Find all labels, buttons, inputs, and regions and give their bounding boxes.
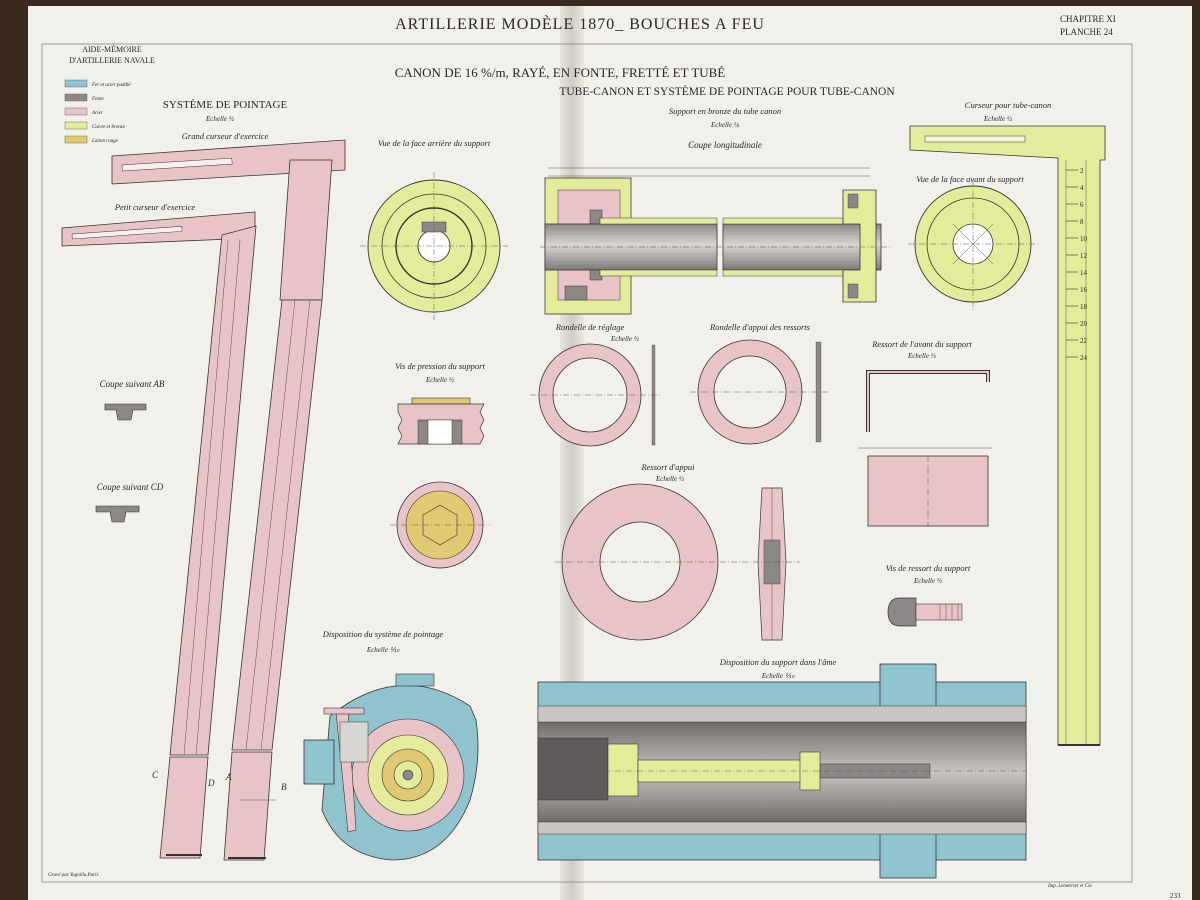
scale-tick-label: 20 xyxy=(1080,320,1088,328)
page-number: 233 xyxy=(1170,892,1181,900)
coupe-ab-section xyxy=(104,403,147,421)
coupe-longitudinale-label: Coupe longitudinale xyxy=(688,140,762,150)
legend-item-brass: Laiton rouge xyxy=(64,135,119,144)
coupe-longitudinale-drawing xyxy=(540,167,890,315)
vue-avant-support xyxy=(908,180,1040,310)
scale-tick-label: 10 xyxy=(1080,235,1088,243)
grand-curseur-label: Grand curseur d'exercice xyxy=(182,131,269,141)
rondelle-appui-label: Rondelle d'appui des ressorts xyxy=(709,322,811,332)
coupe-cd-section xyxy=(95,505,140,523)
disposition-pointage-scale: Echelle ⅒ xyxy=(366,646,400,654)
vis-pression-scale: Echelle ½ xyxy=(425,376,455,384)
plate-border xyxy=(41,43,1133,883)
coupe-cd-label: Coupe suivant CD xyxy=(97,482,164,492)
scale-tick-label: 22 xyxy=(1080,337,1088,345)
vis-pression-label: Vis de pression du support xyxy=(395,361,485,371)
systeme-scale: Echelle ½ xyxy=(205,115,235,123)
legend-label: Laiton rouge xyxy=(91,139,119,144)
chapter-label: CHAPITRE XI xyxy=(1060,14,1116,24)
scale-tick-label: 2 xyxy=(1080,167,1084,175)
rondelle-reglage-scale: Echelle ½ xyxy=(610,335,640,343)
material-legend: Fer et acier puddlé Fonte Acier Cuivre e… xyxy=(64,79,131,144)
disposition-support-scale: Echelle ⅒ xyxy=(761,672,795,680)
legend-label: Acier xyxy=(91,111,103,116)
engraver-credit: Gravé par Yugnilla,Paris xyxy=(48,873,99,878)
scale-tick-label: 24 xyxy=(1080,354,1088,362)
petit-curseur-drawing xyxy=(61,211,257,859)
vue-avant-label: Vue de la face avant du support xyxy=(916,174,1024,184)
legend-item-cast: Fonte xyxy=(64,93,104,102)
vis-ressort-scale: Echelle ½ xyxy=(913,577,943,585)
rondelle-reglage-label: Rondelle de réglage xyxy=(555,322,625,332)
coupe-ab-label: Coupe suivant AB xyxy=(100,379,165,389)
scale-tick-label: 6 xyxy=(1080,201,1084,209)
support-bronze-label: Support en bronze du tube canon xyxy=(669,106,781,116)
ressort-appui-drawing xyxy=(555,483,800,641)
ressort-avant-label: Ressort de l'avant du support xyxy=(871,339,972,349)
memo-label-2: D'ARTILLERIE NAVALE xyxy=(69,56,155,65)
printer-credit: Imp. Lemercier et Cie xyxy=(1047,884,1092,889)
plate-title: ARTILLERIE MODÈLE 1870_ BOUCHES A FEU xyxy=(395,14,765,33)
section-letter-a: A xyxy=(225,772,232,782)
legend-label: Fer et acier puddlé xyxy=(91,83,131,88)
disposition-pointage-drawing xyxy=(303,673,479,861)
rondelle-appui-drawing xyxy=(690,339,830,445)
legend-label: Cuivre et bronze xyxy=(92,125,126,130)
scale-tick-label: 12 xyxy=(1080,252,1088,260)
section-letter-d: D xyxy=(207,778,215,788)
rondelle-reglage-drawing xyxy=(530,343,660,447)
disposition-pointage-label: Disposition du système de pointage xyxy=(322,629,444,639)
curseur-tube-drawing xyxy=(909,125,1106,746)
vue-arriere-label: Vue de la face arrière du support xyxy=(378,138,491,148)
grand-curseur-drawing xyxy=(111,139,346,861)
ressort-appui-scale: Echelle ½ xyxy=(655,475,685,483)
plate-number: PLANCHE 24 xyxy=(1060,27,1113,37)
curseur-tube-label: Curseur pour tube-canon xyxy=(965,100,1051,110)
section-letter-b: B xyxy=(281,782,287,792)
plate-subtitle: CANON DE 16 %/m, RAYÉ, EN FONTE, FRETTÉ … xyxy=(395,65,726,80)
ressort-appui-label: Ressort d'appui xyxy=(640,462,695,472)
legend-item-steel: Acier xyxy=(64,107,103,116)
disposition-support-label: Disposition du support dans l'âme xyxy=(719,657,837,667)
curseur-tube-scale: Echelle ½ xyxy=(983,115,1013,123)
disposition-support-drawing xyxy=(537,663,1027,879)
vis-ressort-label: Vis de ressort du support xyxy=(886,563,971,573)
memo-label-1: AIDE-MÉMOIRE xyxy=(82,44,142,54)
vis-ressort-drawing xyxy=(887,597,963,627)
systeme-title: SYSTÈME DE POINTAGE xyxy=(163,99,288,111)
legend-label: Fonte xyxy=(91,97,104,102)
vis-pression-drawing xyxy=(390,397,490,569)
scale-tick-label: 18 xyxy=(1080,303,1088,311)
vue-arriere-support xyxy=(360,172,508,320)
section-letter-c: C xyxy=(152,770,159,780)
ressort-avant-drawing xyxy=(858,370,992,527)
legend-item-bronze: Cuivre et bronze xyxy=(64,121,126,130)
support-bronze-scale: Echelle ¼ xyxy=(710,121,740,129)
scale-tick-label: 16 xyxy=(1080,286,1088,294)
scale-tick-label: 8 xyxy=(1080,218,1084,226)
scale-tick-label: 4 xyxy=(1080,184,1084,192)
scale-tick-label: 14 xyxy=(1080,269,1088,277)
legend-item-iron: Fer et acier puddlé xyxy=(64,79,131,88)
petit-curseur-label: Petit curseur d'exercice xyxy=(114,202,196,212)
section-title: TUBE-CANON ET SYSTÈME DE POINTAGE POUR T… xyxy=(559,84,895,98)
ressort-avant-scale: Echelle ½ xyxy=(907,352,937,360)
